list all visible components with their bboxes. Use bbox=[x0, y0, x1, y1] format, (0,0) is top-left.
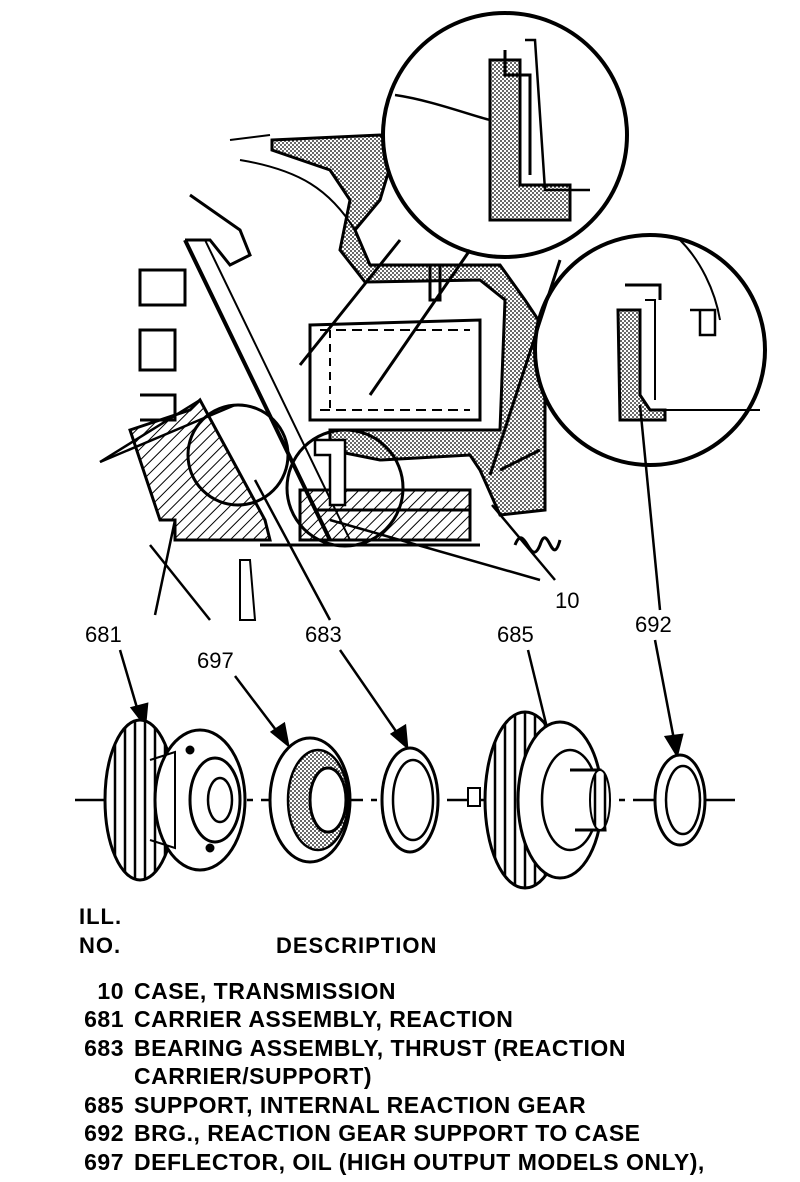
legend-row-description: BEARING ASSEMBLY, THRUST (REACTION bbox=[134, 1035, 626, 1061]
legend-row-number: 685 bbox=[84, 1092, 124, 1118]
legend-row-number: 10 bbox=[97, 978, 124, 1004]
leader-lines bbox=[99, 398, 662, 621]
detail-circle-left bbox=[186, 403, 290, 507]
legend-header-no: NO. bbox=[79, 933, 122, 958]
part-683-bearing bbox=[380, 746, 440, 854]
callout-10: 10 bbox=[555, 588, 579, 613]
legend-row-description: CARRIER/SUPPORT) bbox=[134, 1063, 373, 1089]
callout-685: 685 bbox=[497, 622, 534, 647]
callout-683: 683 bbox=[305, 622, 342, 647]
exploded-parts-diagram: 10 681 697 683 685 692 bbox=[75, 11, 767, 890]
legend-row-number: 697 bbox=[84, 1149, 124, 1175]
callout-681: 681 bbox=[85, 622, 122, 647]
legend-header-ill: ILL. bbox=[79, 904, 123, 929]
legend-row-description: SUPPORT, INTERNAL REACTION GEAR bbox=[134, 1092, 587, 1118]
legend-row-number: 692 bbox=[84, 1120, 124, 1146]
legend-row-number: 683 bbox=[84, 1035, 124, 1061]
part-692-bearing bbox=[653, 753, 707, 847]
legend-header-description: DESCRIPTION bbox=[276, 933, 438, 958]
exploded-parts-row bbox=[75, 710, 740, 890]
part-697-deflector bbox=[268, 736, 352, 864]
legend-row-description: DEFLECTOR, OIL (HIGH OUTPUT MODELS ONLY)… bbox=[134, 1149, 705, 1175]
legend-row-description: BRG., REACTION GEAR SUPPORT TO CASE bbox=[134, 1120, 641, 1146]
detail-magnified-right bbox=[488, 233, 767, 476]
legend-row-description: CARRIER ASSEMBLY, REACTION bbox=[134, 1006, 514, 1032]
part-681-carrier bbox=[103, 718, 247, 882]
callout-697: 697 bbox=[197, 648, 234, 673]
legend-row-number: 681 bbox=[84, 1006, 124, 1032]
callout-692: 692 bbox=[635, 612, 672, 637]
detail-circle-center bbox=[285, 428, 405, 548]
legend-row-description: CASE, TRANSMISSION bbox=[134, 978, 397, 1004]
part-685-support bbox=[467, 710, 611, 890]
detail-magnified-top bbox=[298, 11, 629, 396]
